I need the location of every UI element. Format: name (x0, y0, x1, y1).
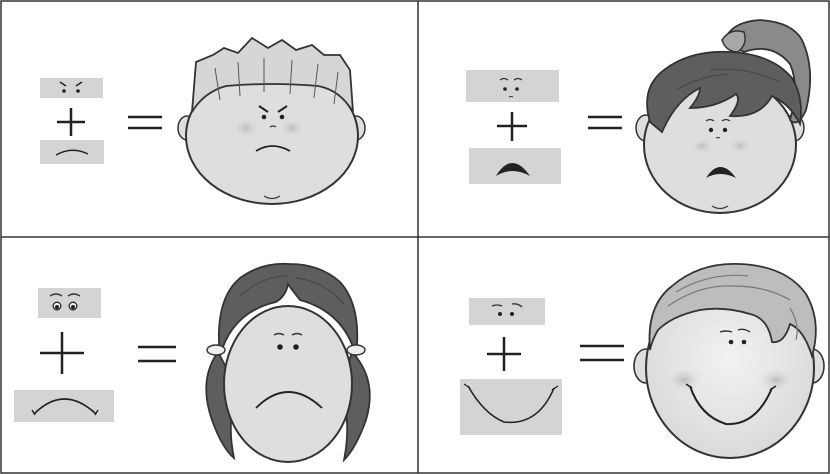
eyes-patch (38, 288, 101, 318)
plus-sign (40, 332, 84, 374)
equals-sign (138, 347, 176, 361)
plus-sign (57, 108, 85, 136)
mouth-patch (14, 390, 114, 422)
mouth-patch (40, 140, 104, 164)
panel-sad-girl-pigtails (14, 264, 370, 462)
panel-angry-boy (40, 38, 365, 204)
angry-face (178, 38, 365, 204)
mouth-patch (460, 379, 562, 435)
equals-sign (128, 117, 162, 128)
plus-sign (497, 112, 527, 141)
happy-face (634, 264, 824, 458)
eyes-patch (469, 298, 545, 325)
panel-sad-girl-ponytail (466, 20, 810, 213)
mouth-patch (469, 148, 561, 184)
unhappy-face (206, 264, 370, 462)
eyes-patch (466, 70, 559, 102)
eyes-patch (40, 78, 103, 98)
sad-face (636, 20, 810, 213)
equals-sign (588, 117, 622, 128)
plus-sign (487, 337, 521, 371)
panel-happy-boy (460, 264, 824, 458)
equals-sign (580, 346, 624, 360)
